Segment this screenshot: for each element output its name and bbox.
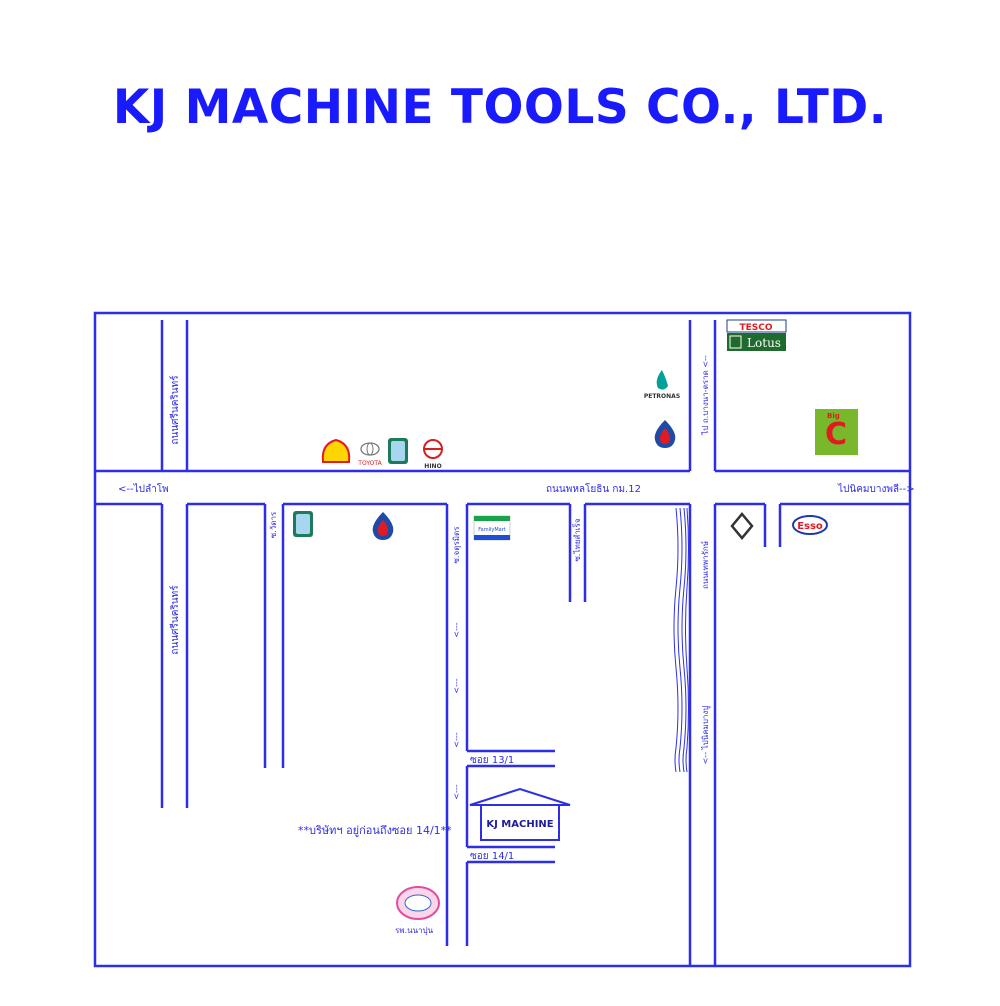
esso-logo: Esso (792, 515, 828, 535)
hospital-icon (396, 886, 440, 920)
soi-a-road (263, 504, 285, 768)
canal (673, 507, 689, 773)
left-road-lower-label: ถนนศรีนครินทร์ (169, 585, 181, 655)
svg-text:TOYOTA: TOYOTA (357, 460, 382, 467)
soi-14-label: ซอย 14/1 (470, 851, 514, 862)
esso-soi-road (763, 504, 782, 547)
to-west-label: <--ไปลำโพ (118, 482, 169, 495)
to-east-label: ไปนิคมบางพลี--> (837, 483, 915, 495)
right-road-lower-label-2: <-- ไปนิคมบางปู (701, 706, 711, 765)
svg-text:<---: <--- (452, 784, 461, 799)
svg-text:Lotus: Lotus (747, 336, 781, 350)
company-label: KJ MACHINE (486, 819, 553, 830)
familymart-logo: FamilyMart (473, 515, 511, 541)
main-road (95, 469, 910, 506)
kj-machine-building: KJ MACHINE (469, 787, 571, 841)
left-road-upper-label: ถนนศรีนครินทร์ (169, 375, 181, 445)
svg-text:<---: <--- (452, 678, 461, 693)
soi-a-label: ซ.วัดาร (269, 511, 278, 538)
tesco-lotus-logo: TESCO Lotus (726, 319, 787, 351)
soi-b-road (445, 504, 555, 946)
soi-13-label: ซอย 13/1 (470, 755, 514, 766)
shell-icon (321, 438, 351, 463)
svg-text:PETRONAS: PETRONAS (644, 393, 680, 400)
petronas-logo: PETRONAS (644, 370, 680, 400)
ptt-icon (372, 512, 394, 540)
soi-direction-arrows: <--- <--- <--- <--- (452, 622, 461, 799)
bangchak-icon (293, 511, 313, 537)
main-road-label: ถนนพหลโยธิน กม.12 (546, 482, 641, 495)
svg-text:Esso: Esso (797, 521, 823, 532)
bigc-logo: C Big (815, 409, 858, 455)
svg-text:FamilyMart: FamilyMart (478, 527, 506, 533)
hino-logo: HINO (423, 439, 443, 470)
svg-text:Big: Big (827, 412, 840, 420)
svg-text:<---: <--- (452, 622, 461, 637)
ptt-icon (654, 420, 676, 448)
toyota-logo: TOYOTA (357, 442, 383, 467)
page-title: KJ MACHINE TOOLS CO., LTD. (112, 80, 888, 135)
left-road (160, 320, 189, 808)
svg-text:<---: <--- (452, 732, 461, 747)
svg-text:HINO: HINO (424, 463, 441, 470)
svg-text:TESCO: TESCO (739, 323, 772, 333)
right-road-lower-label-1: ถนนเทพารักษ์ (700, 541, 710, 589)
right-road (688, 320, 717, 966)
hospital-label: รพ.นนาปุน (395, 926, 434, 935)
soi-c-road (568, 504, 587, 602)
bank-icon (730, 512, 754, 540)
soi-c-label: ซ.ไทยสำเร็จ (572, 518, 582, 561)
right-road-upper-label: ไป ถ.บางนา-ตราด <-- (701, 355, 710, 436)
map-frame (93, 311, 912, 968)
location-note: **บริษัทฯ อยู่ก่อนถึงซอย 14/1** (298, 824, 452, 837)
bangchak-icon (388, 438, 408, 464)
svg-text:C: C (825, 417, 847, 452)
soi-b-label: ซ.จตุรมิตร (452, 526, 461, 564)
